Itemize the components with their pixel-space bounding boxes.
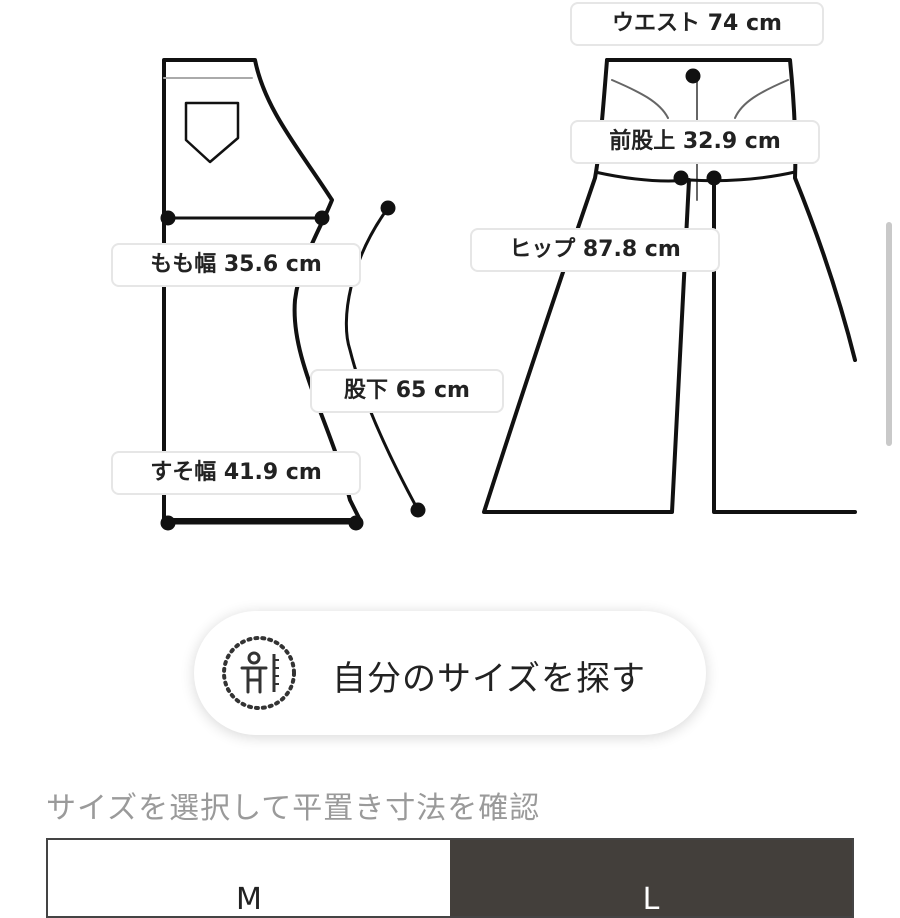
size-selector: M L <box>46 838 854 918</box>
hip-label: ヒップ 87.8 cm <box>470 228 720 272</box>
waist-measure-dot <box>685 68 701 84</box>
scrollbar[interactable] <box>886 222 892 446</box>
inseam-measure-dot-bottom <box>410 502 426 518</box>
front-rise-label: 前股上 32.9 cm <box>570 120 820 164</box>
thigh-label: もも幅 35.6 cm <box>111 243 361 287</box>
waist-label: ウエスト 74 cm <box>570 2 824 46</box>
front-pocket-right <box>734 79 789 119</box>
back-pocket <box>184 101 240 164</box>
size-diagram: ウエスト 74 cm 前股上 32.9 cm もも幅 35.6 cm ヒップ 8… <box>111 2 857 531</box>
hem-measure-dot-left <box>160 515 176 531</box>
size-tab-l[interactable]: L <box>450 840 852 917</box>
front-right-leg <box>712 178 857 514</box>
inseam-label: 股下 65 cm <box>310 369 504 413</box>
inseam-measure-dot-top <box>380 200 396 216</box>
size-tab-m[interactable]: M <box>236 882 262 917</box>
body-measure-icon <box>220 634 298 712</box>
rise-measure-dot-left <box>673 170 689 186</box>
front-view-outline <box>605 58 857 362</box>
find-my-size-button[interactable]: 自分のサイズを探す <box>194 611 706 735</box>
thigh-measure-dot-left <box>160 210 176 226</box>
rise-measure-dot-right <box>706 170 722 186</box>
hem-measure-dot-right <box>348 515 364 531</box>
front-pocket-left <box>611 79 669 119</box>
rise-measure-line <box>594 170 796 183</box>
thigh-measure-dot-right <box>314 210 330 226</box>
hem-label: すそ幅 41.9 cm <box>111 451 361 495</box>
find-my-size-label: 自分のサイズを探す <box>332 659 646 699</box>
size-section-title: サイズを選択して平置き寸法を確認 <box>46 791 541 826</box>
